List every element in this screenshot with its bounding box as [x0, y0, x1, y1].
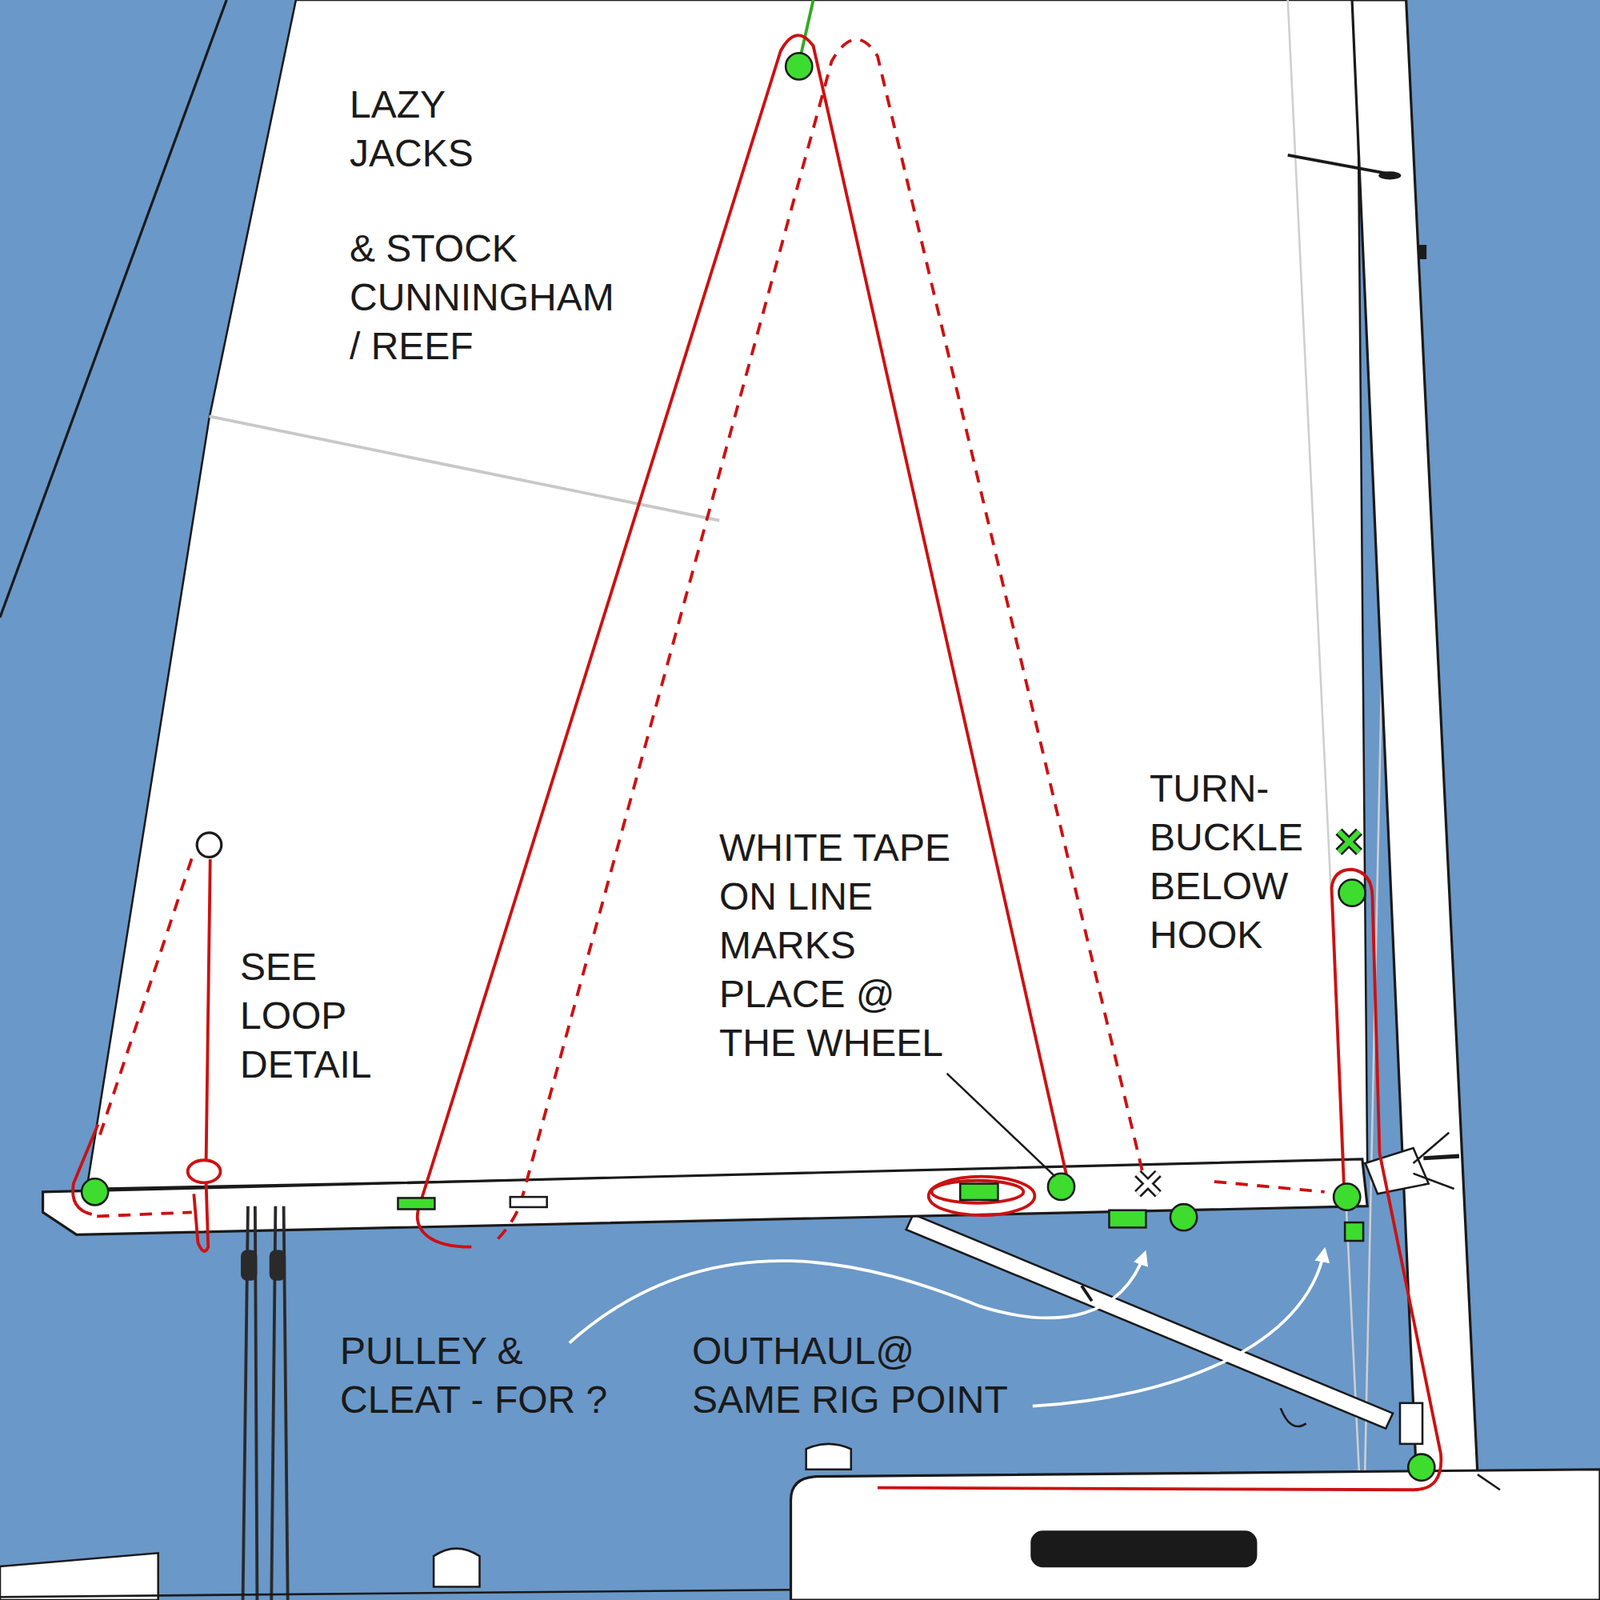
cleat [960, 1184, 998, 1200]
block-dot [1333, 1184, 1360, 1211]
line-coil [928, 1176, 1036, 1216]
block-dot [1048, 1173, 1075, 1200]
open-ring [196, 832, 222, 858]
note-label: OUTHAUL@ SAME RIG POINT [692, 1326, 1016, 1424]
gooseneck [1365, 1148, 1429, 1194]
cleat [1344, 1222, 1364, 1241]
mainsail [86, 0, 1368, 1189]
markers [81, 52, 1435, 1480]
cleat [397, 1197, 435, 1209]
winch [806, 1444, 852, 1470]
vang-fitting [1400, 1403, 1423, 1444]
deck-edge [0, 1589, 792, 1597]
vang-joint [1081, 1285, 1092, 1301]
batten [208, 416, 720, 520]
mast-track [1423, 1156, 1460, 1159]
block-dot [1338, 879, 1365, 906]
callout-arrow [1032, 1250, 1325, 1407]
reef-loop [188, 1160, 221, 1183]
cabin-edge [1477, 1474, 1500, 1490]
block-dot [785, 52, 812, 80]
lazy-jack-line [417, 35, 1069, 1248]
white-cleat [510, 1196, 548, 1208]
note-label: WHITE TAPE ON LINE MARKS PLACE @ THE WHE… [719, 823, 968, 1068]
reef-line [96, 1212, 192, 1216]
rig-lines [72, 0, 1441, 1490]
tape-mark [1137, 1173, 1159, 1195]
leader-line [947, 1073, 1056, 1177]
note-label: LAZY JACKS [349, 80, 526, 178]
gooseneck-arm [1413, 1132, 1455, 1189]
block-dot [1170, 1204, 1197, 1231]
spreader-line [1288, 155, 1399, 176]
hook-mark [1338, 832, 1360, 853]
hook-mark [1338, 832, 1360, 853]
callout-arrow [569, 1252, 1145, 1343]
note-label: TURN- BUCKLE BELOW HOOK [1149, 764, 1320, 960]
shroud [1288, 0, 1366, 1600]
outhaul-line [1214, 1181, 1325, 1192]
cabin-window [1030, 1530, 1257, 1568]
reef-line [100, 852, 194, 1135]
mast [1352, 0, 1478, 1475]
deck [0, 1552, 159, 1600]
note-label: SEE LOOP DETAIL [240, 942, 400, 1089]
cleat [1108, 1210, 1146, 1228]
fitting [1418, 244, 1427, 260]
winch [433, 1548, 480, 1588]
tape-mark [1137, 1173, 1159, 1195]
vang-tail [1280, 1408, 1307, 1427]
boom [43, 1159, 1368, 1235]
line-coil [932, 1180, 1024, 1204]
block [240, 1250, 257, 1281]
block-dot [81, 1178, 108, 1205]
fitting [1378, 171, 1401, 180]
reef-line [193, 859, 210, 1252]
note-label: PULLEY & CLEAT - FOR ? [340, 1326, 627, 1424]
note-label: & STOCK CUNNINGHAM / REEF [349, 224, 626, 371]
block [269, 1250, 286, 1281]
block-dot [1408, 1454, 1435, 1481]
lazy-jack-line [497, 39, 1143, 1239]
